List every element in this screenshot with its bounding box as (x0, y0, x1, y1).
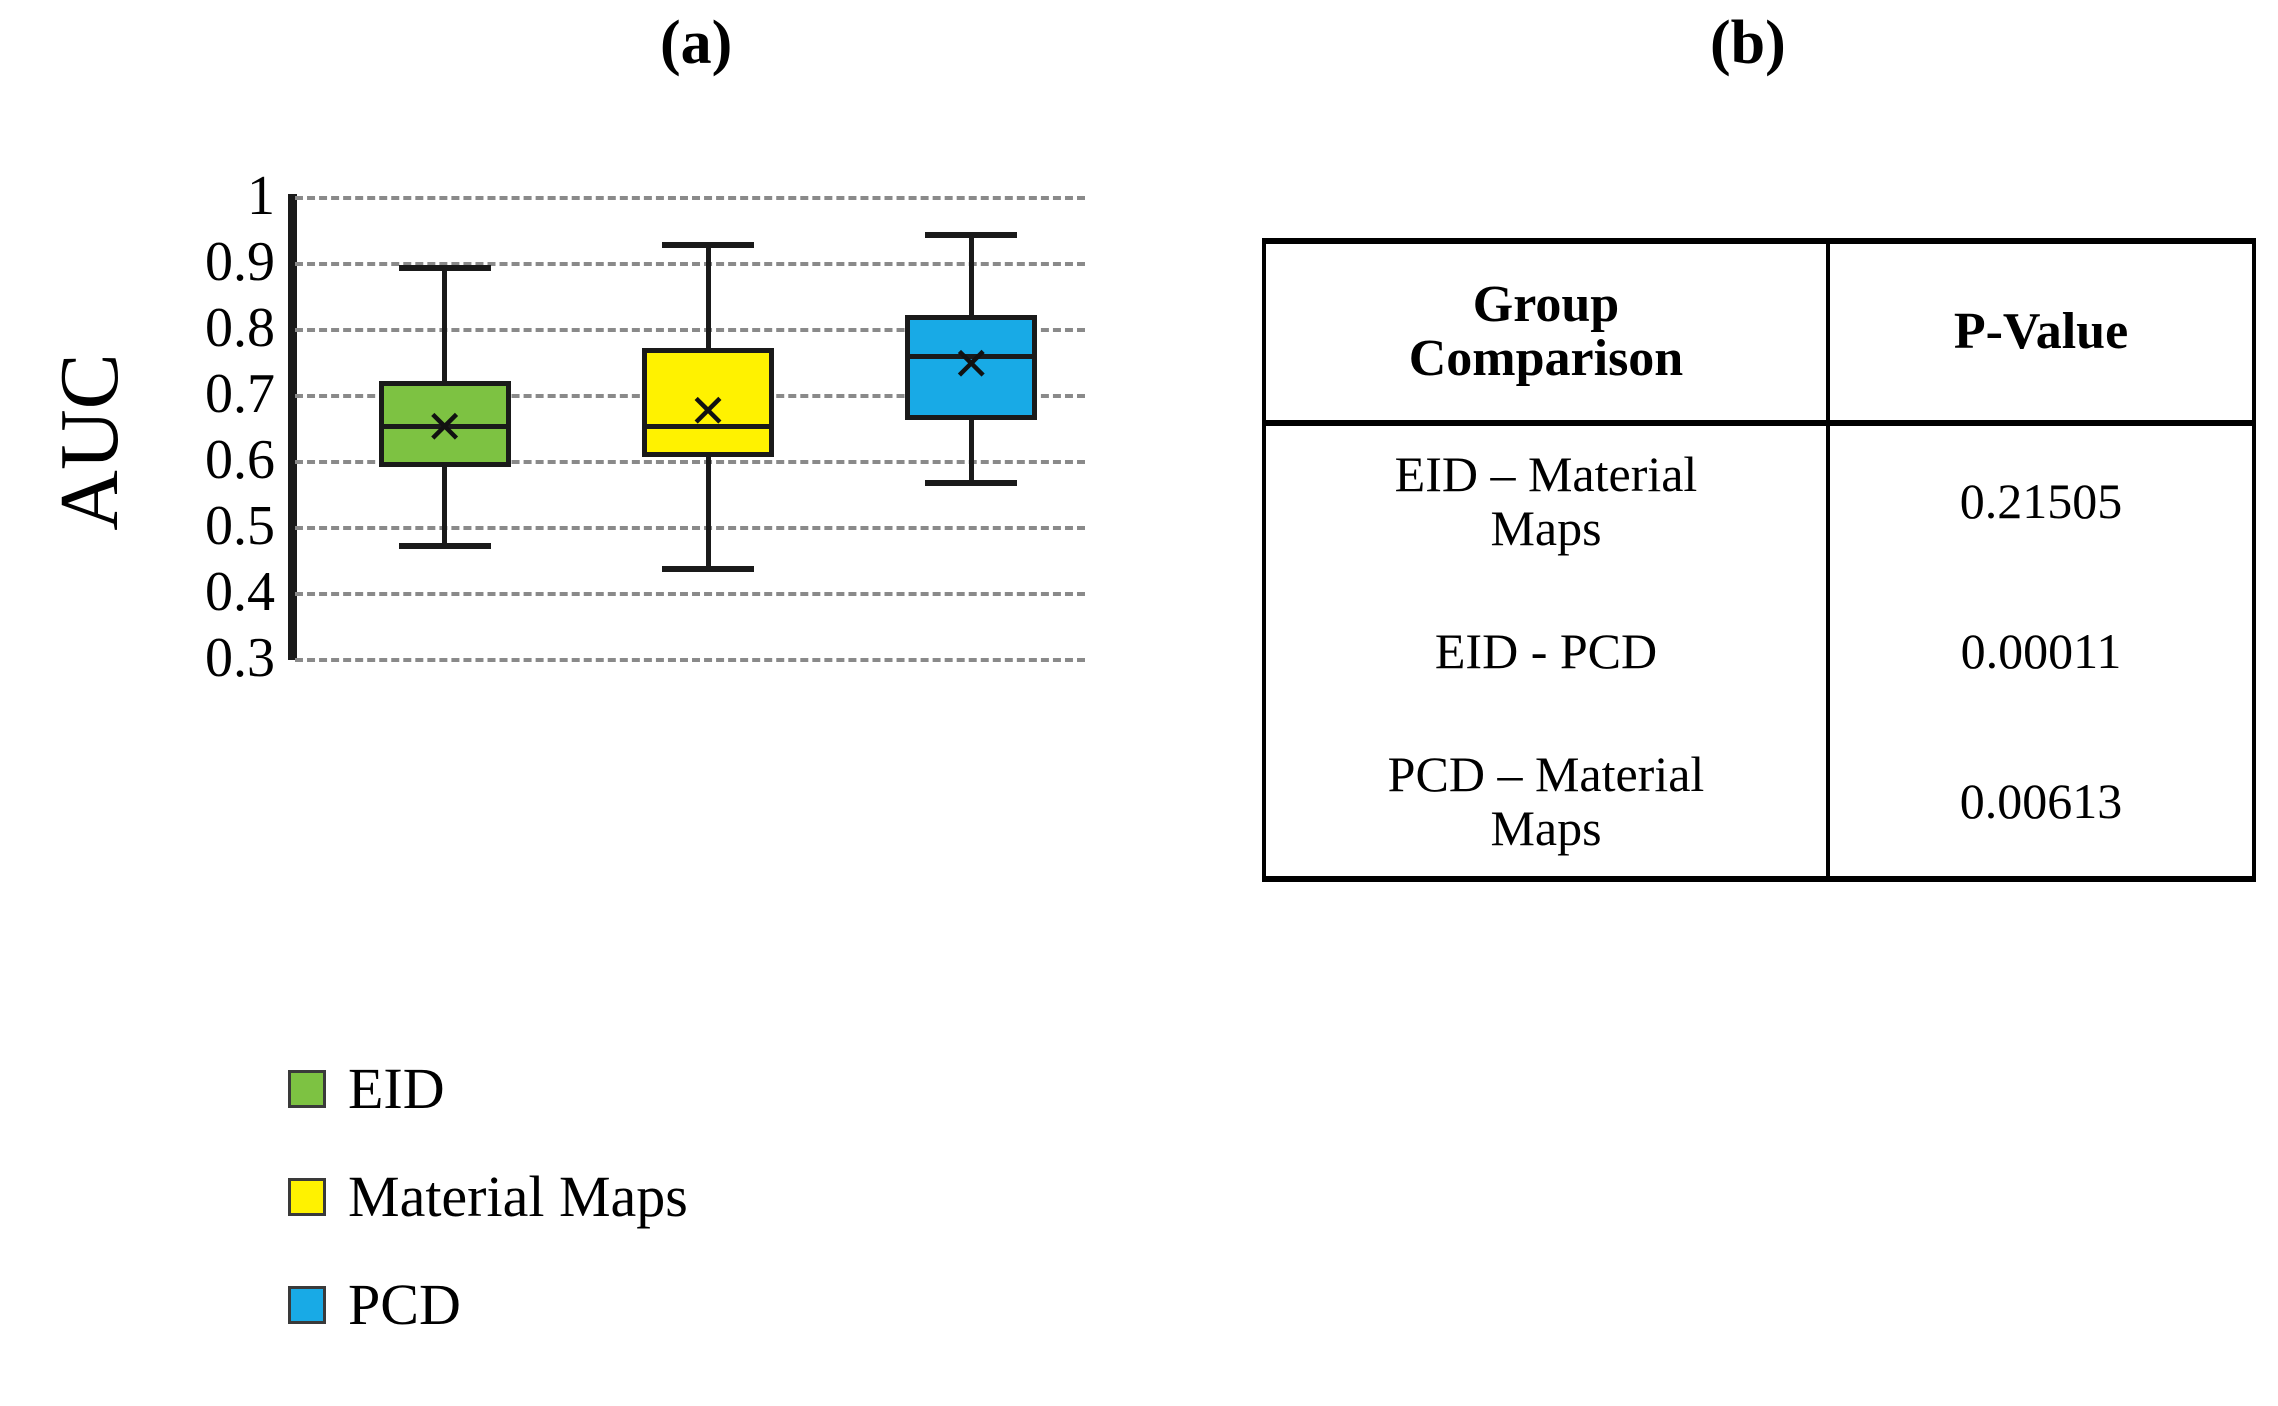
legend-swatch-icon (288, 1286, 326, 1324)
upper-whisker-line (442, 265, 448, 381)
gridline (295, 658, 1085, 662)
upper-whisker-cap (398, 265, 491, 272)
median-line (905, 354, 1038, 360)
header-p-value: P-Value (1826, 238, 2256, 426)
upper-whisker-cap (662, 242, 754, 249)
gridline (295, 328, 1085, 332)
upper-whisker-line (968, 232, 974, 315)
box (642, 347, 774, 457)
header-group-comparison: Group Comparison (1262, 238, 1830, 426)
legend-item-eid[interactable]: EID (288, 1035, 688, 1143)
median-line (378, 423, 511, 429)
legend-swatch-icon (288, 1070, 326, 1108)
box-plot-material-maps: ✕ (295, 196, 1085, 658)
cell-p-value: 0.00613 (1826, 726, 2256, 882)
gridline (295, 196, 1085, 200)
legend-item-material-maps[interactable]: Material Maps (288, 1143, 688, 1251)
y-axis-spine (288, 194, 297, 660)
gridline (295, 262, 1085, 266)
gridline (295, 460, 1085, 464)
panel-a-label: (a) (660, 9, 733, 77)
cell-group-comparison: EID – Material Maps (1262, 423, 1830, 576)
legend-item-label: PCD (348, 1272, 461, 1337)
lower-whisker-line (705, 456, 711, 573)
legend-swatch-icon (288, 1178, 326, 1216)
upper-whisker-cap (925, 232, 1018, 239)
legend-item-pcd[interactable]: PCD (288, 1251, 688, 1359)
y-tick-label: 1 (247, 165, 275, 227)
cell-group-comparison: PCD – Material Maps (1262, 726, 1830, 882)
pvalue-table: Group Comparison P-Value EID – Material … (1262, 238, 2256, 882)
legend-item-label: Material Maps (348, 1164, 688, 1229)
box-plot-eid: ✕ (295, 196, 1085, 658)
lower-whisker-line (968, 420, 974, 487)
y-tick-label: 0.8 (205, 297, 275, 359)
y-tick-label: 0.3 (205, 627, 275, 689)
lower-whisker-cap (398, 543, 491, 550)
cell-p-value: 0.21505 (1826, 423, 2256, 576)
legend-item-label: EID (348, 1056, 445, 1121)
panel-b-label: (b) (1710, 9, 1786, 77)
pvalue-table-panel: Group Comparison P-Value EID – Material … (1262, 238, 2256, 882)
box-plot-pcd: ✕ (295, 196, 1085, 658)
y-tick-label: 0.9 (205, 231, 275, 293)
cell-p-value: 0.00011 (1826, 576, 2256, 726)
lower-whisker-cap (925, 480, 1018, 487)
cell-group-comparison: EID - PCD (1262, 576, 1830, 726)
upper-whisker-line (705, 242, 711, 348)
y-tick-label: 0.5 (205, 495, 275, 557)
plot-area: ✕ ✕ ✕ (295, 196, 1085, 662)
median-line (642, 423, 774, 429)
lower-whisker-cap (662, 566, 754, 573)
y-tick-label: 0.6 (205, 429, 275, 491)
table-header-row: Group Comparison P-Value (1262, 238, 2256, 426)
mean-marker: ✕ (688, 384, 728, 437)
gridline (295, 526, 1085, 530)
lower-whisker-line (442, 466, 448, 550)
y-tick-label: 0.7 (205, 363, 275, 425)
gridline (295, 592, 1085, 596)
mean-marker: ✕ (425, 401, 464, 453)
box (905, 314, 1038, 421)
mean-marker: ✕ (952, 338, 991, 391)
y-tick-label: 0.4 (205, 561, 275, 623)
